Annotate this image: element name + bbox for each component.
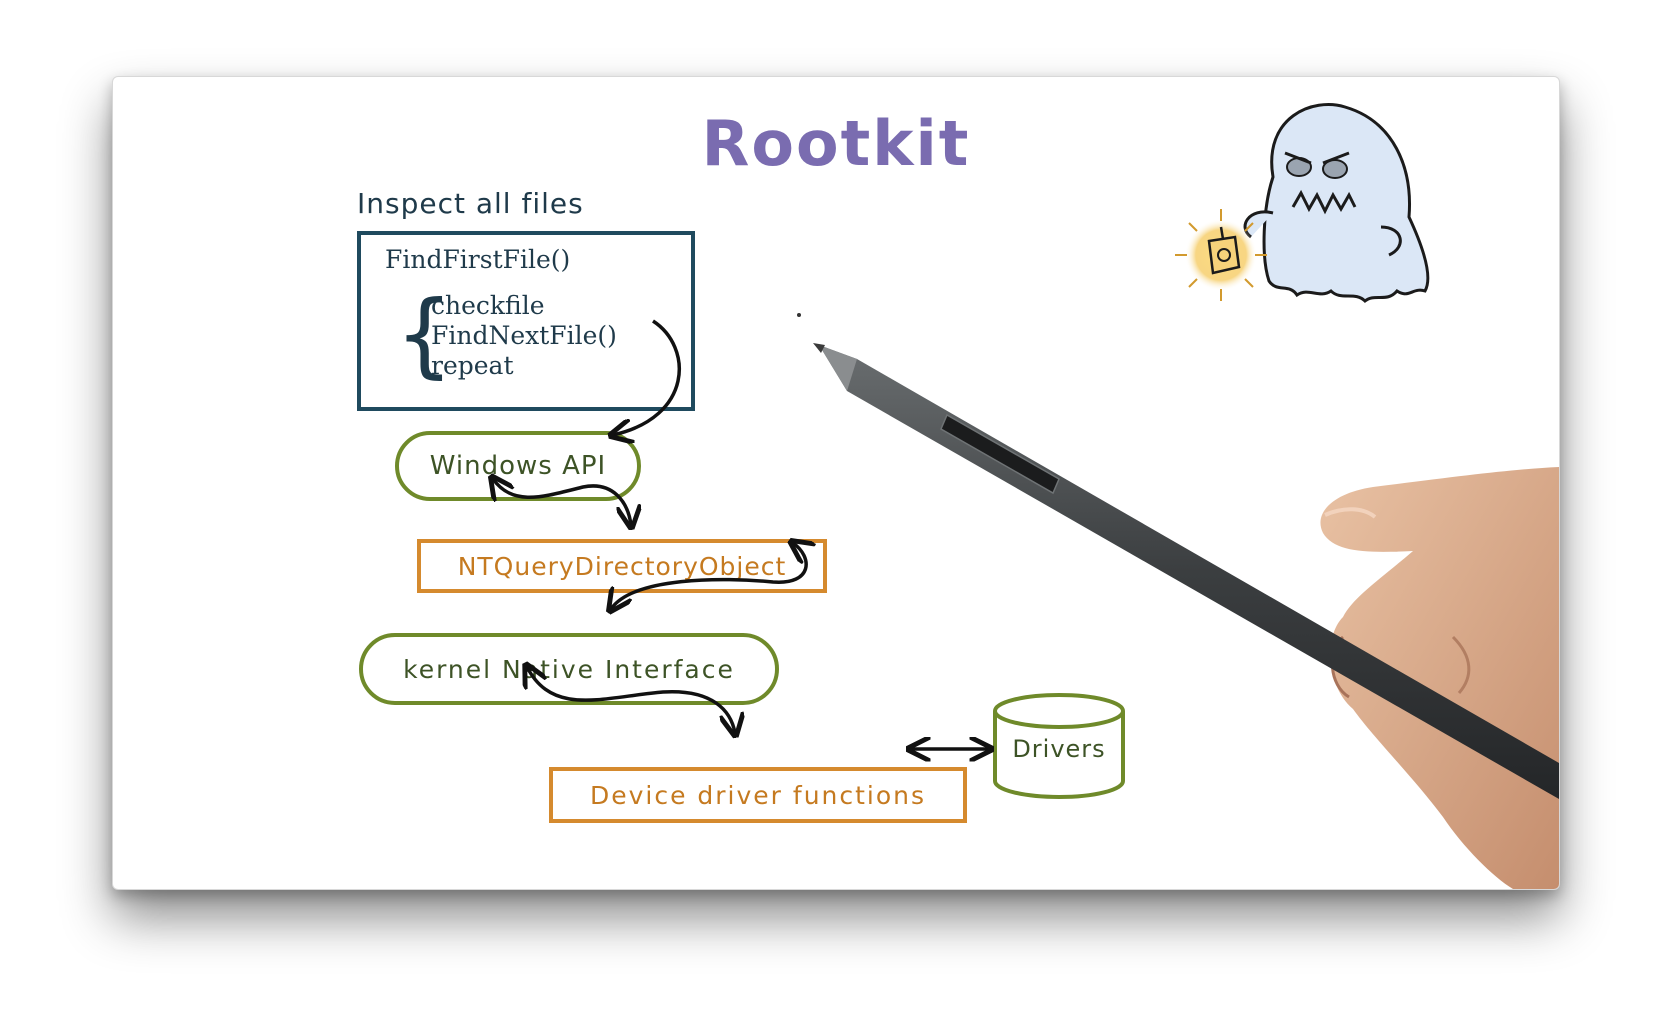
code-line-repeat: repeat xyxy=(431,351,514,380)
code-line-checkfile: checkfile xyxy=(431,291,545,320)
node-drivers: Drivers xyxy=(1012,735,1106,763)
page-title: Rootkit xyxy=(701,107,971,180)
video-frame: Rootkit Inspect all files FindFirstFile(… xyxy=(112,76,1560,890)
diagram-drawing xyxy=(113,103,1559,889)
arrow-kernel-device-driver xyxy=(527,667,735,733)
thumb-crease xyxy=(1451,635,1471,694)
inspect-label: Inspect all files xyxy=(357,187,584,220)
code-line-findfirstfile: FindFirstFile() xyxy=(385,245,571,274)
arrow-code-to-windows-api xyxy=(613,319,681,435)
drivers-cylinder xyxy=(993,693,1125,799)
arrow-windows-api-ntquery xyxy=(493,479,631,525)
code-box: FindFirstFile() { checkfile FindNextFile… xyxy=(357,231,695,411)
node-device-driver-functions: Device driver functions xyxy=(549,767,967,823)
stylus-icon xyxy=(813,343,1559,799)
brace-symbol: { xyxy=(395,281,454,388)
code-line-findnextfile: FindNextFile() xyxy=(431,321,617,350)
lantern-icon xyxy=(1175,209,1267,301)
arrow-ntquery-kernel xyxy=(611,543,806,609)
ghost-icon xyxy=(1243,103,1430,304)
